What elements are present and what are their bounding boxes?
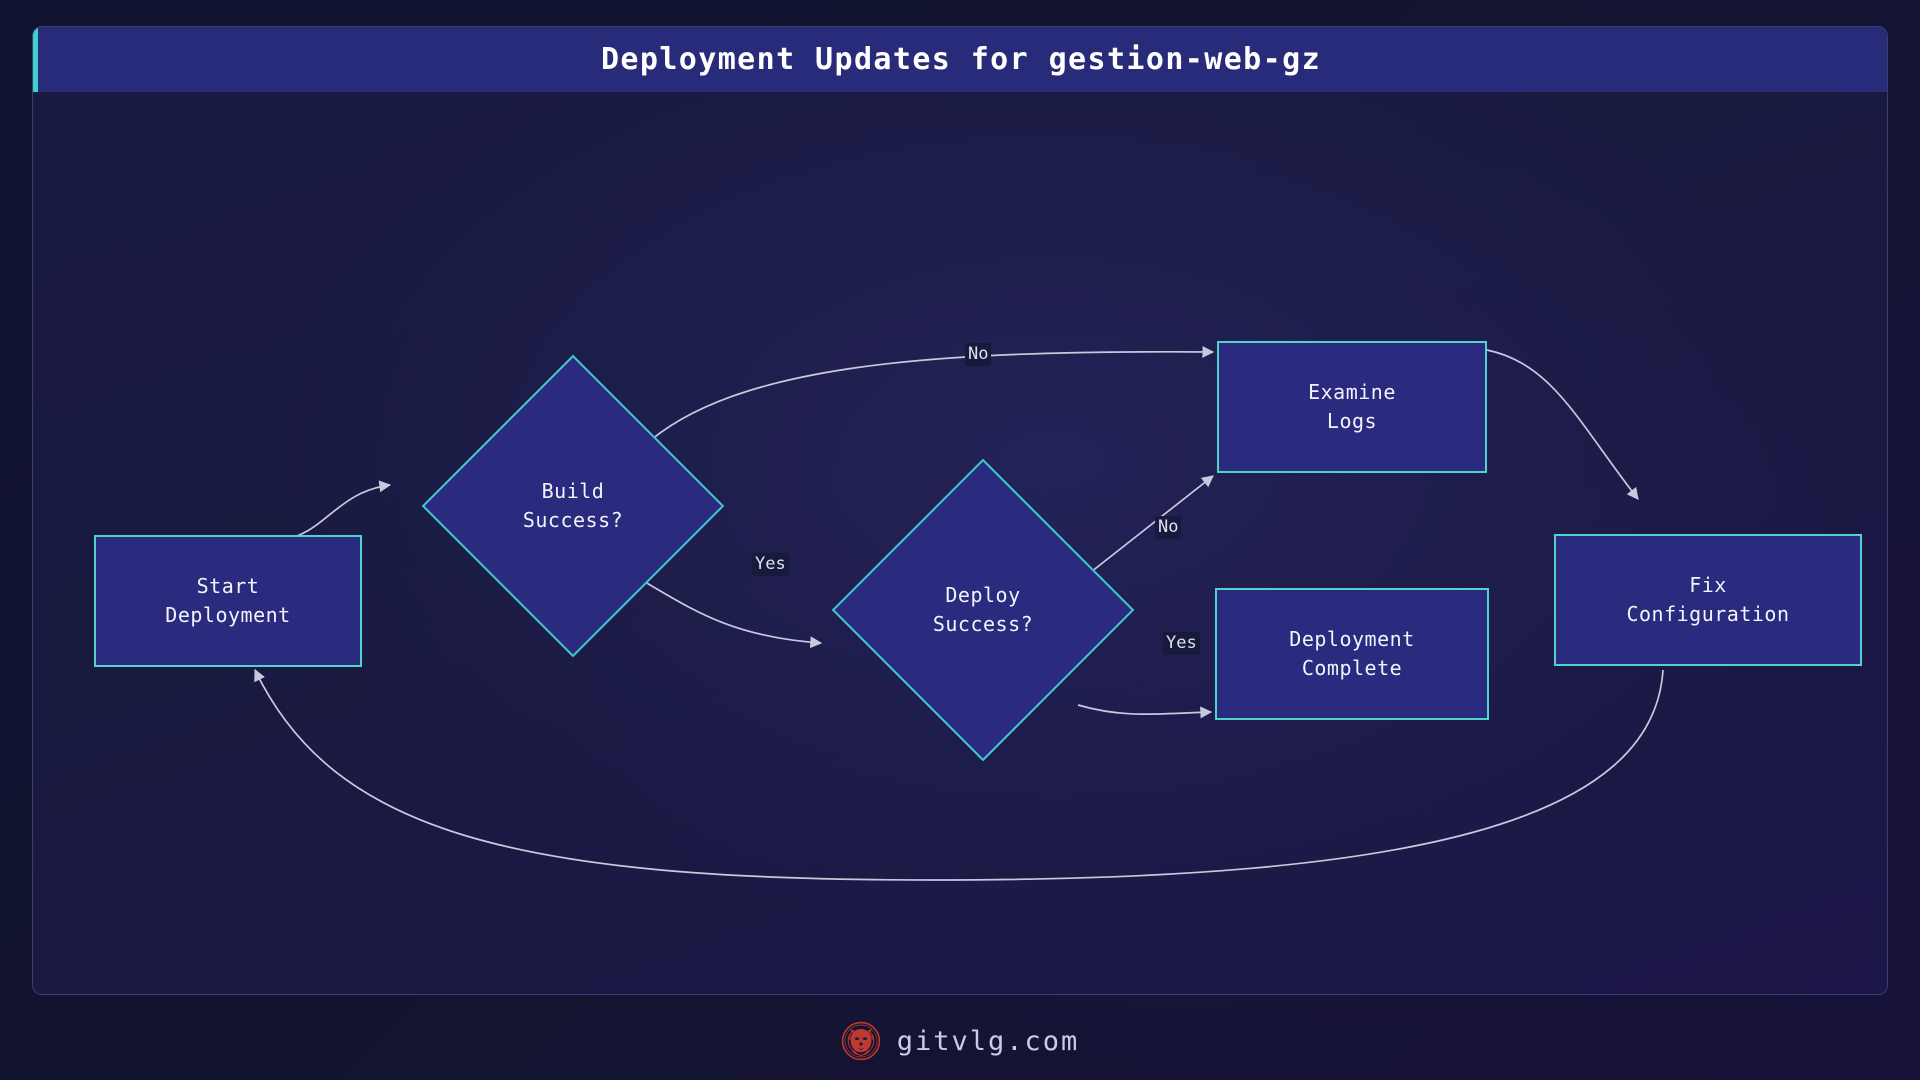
edge-label-build-yes: Yes — [752, 553, 789, 577]
flowchart-canvas: Start Deployment Build Success? Deploy S… — [33, 92, 1887, 994]
diagram-panel: Deployment Updates for gestion-web-gz — [32, 26, 1888, 995]
edge-label-deploy-no: No — [1155, 516, 1182, 540]
node-build-success[interactable]: Build Success? — [421, 354, 725, 658]
edge-label-build-no: No — [965, 343, 992, 367]
node-examine-logs[interactable]: Examine Logs — [1217, 341, 1487, 473]
edge-label-deploy-yes: Yes — [1163, 632, 1200, 656]
header-accent-bar — [33, 27, 38, 92]
node-fix-configuration-line1: Fix — [1689, 573, 1727, 597]
node-deploy-success-shape — [831, 458, 1135, 762]
edge-logs-to-fix — [1486, 349, 1639, 500]
footer-brand-text: gitvlg.com — [896, 1025, 1080, 1057]
node-examine-logs-line1: Examine — [1308, 380, 1396, 404]
edge-start-to-build — [269, 480, 392, 542]
node-deployment-complete-line1: Deployment — [1289, 627, 1415, 651]
node-fix-configuration-line2: Configuration — [1626, 602, 1790, 626]
page-title: Deployment Updates for gestion-web-gz — [600, 42, 1322, 77]
edge-fix-to-start — [254, 668, 1664, 881]
footer-watermark: gitvlg.com — [0, 1006, 1920, 1076]
node-build-success-shape — [421, 354, 725, 658]
node-start-deployment[interactable]: Start Deployment — [94, 535, 362, 667]
lion-logo-icon — [841, 1021, 880, 1061]
edge-deploy-to-complete-yes — [1077, 704, 1213, 719]
node-examine-logs-line2: Logs — [1326, 409, 1378, 433]
edge-build-to-logs-no — [642, 345, 1215, 448]
node-deploy-success[interactable]: Deploy Success? — [831, 458, 1135, 762]
node-deployment-complete-line2: Complete — [1301, 656, 1403, 680]
node-start-deployment-line1: Start — [196, 574, 260, 598]
node-start-deployment-line2: Deployment — [165, 603, 291, 627]
panel-header: Deployment Updates for gestion-web-gz — [33, 27, 1887, 92]
node-fix-configuration[interactable]: Fix Configuration — [1554, 534, 1862, 666]
edge-build-to-deploy-yes — [644, 581, 823, 649]
flowchart-edges — [254, 345, 1664, 881]
node-deployment-complete[interactable]: Deployment Complete — [1215, 588, 1489, 720]
